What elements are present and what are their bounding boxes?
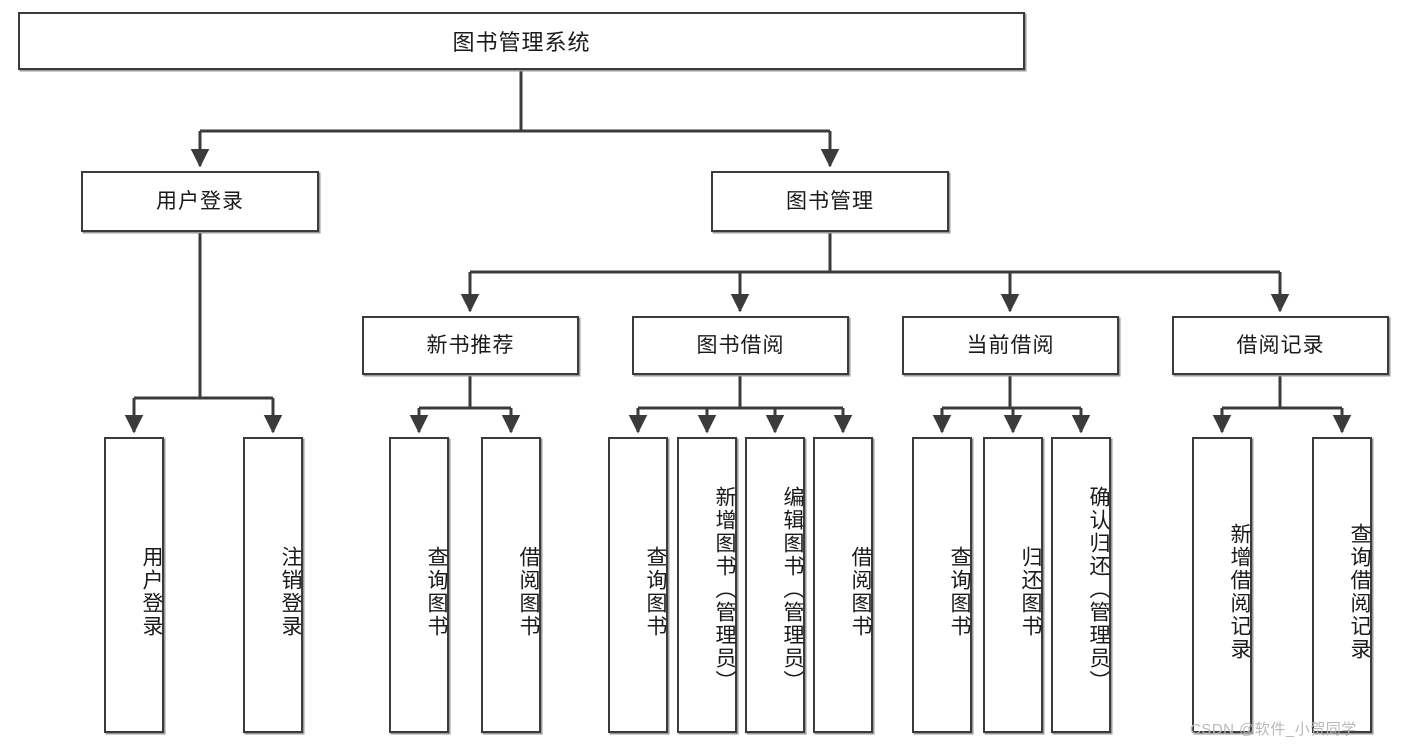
node-book-management[interactable]: 图书管理 <box>711 171 949 232</box>
csdn-watermark: CSDN @软件_小贺同学 <box>1190 721 1357 738</box>
node-root-system[interactable]: 图书管理系统 <box>18 12 1025 70</box>
node-book-borrow[interactable]: 图书借阅 <box>632 316 849 375</box>
node-new-book-recommend[interactable]: 新书推荐 <box>362 316 579 375</box>
leaf-user-logout[interactable]: 注销登录 <box>243 437 303 733</box>
leaf-query-book-3[interactable]: 查询图书 <box>912 437 972 733</box>
leaf-add-borrow-record[interactable]: 新增借阅记录 <box>1192 437 1252 733</box>
leaf-confirm-return[interactable]: 确认归还（管理员） <box>1051 437 1111 733</box>
node-user-login[interactable]: 用户登录 <box>81 171 319 232</box>
leaf-user-login[interactable]: 用户登录 <box>104 437 164 733</box>
leaf-edit-book[interactable]: 编辑图书（管理员） <box>745 437 805 733</box>
leaf-query-book-1[interactable]: 查询图书 <box>389 437 449 733</box>
node-current-borrow[interactable]: 当前借阅 <box>902 316 1119 375</box>
leaf-query-book-2[interactable]: 查询图书 <box>608 437 668 733</box>
leaf-return-book[interactable]: 归还图书 <box>983 437 1043 733</box>
leaf-borrow-book-2[interactable]: 借阅图书 <box>813 437 873 733</box>
leaf-query-borrow-record[interactable]: 查询借阅记录 <box>1312 437 1372 733</box>
leaf-add-book[interactable]: 新增图书（管理员） <box>677 437 737 733</box>
node-borrow-record[interactable]: 借阅记录 <box>1172 316 1389 375</box>
leaf-borrow-book-1[interactable]: 借阅图书 <box>481 437 541 733</box>
